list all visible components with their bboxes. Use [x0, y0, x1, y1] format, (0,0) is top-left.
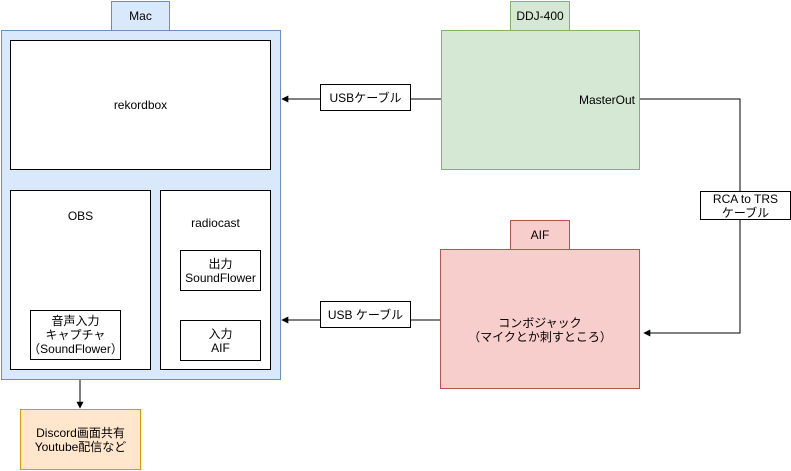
ddj-tab: DDJ-400 [510, 1, 570, 31]
radiocast-label: radiocast [191, 216, 240, 230]
aif-box: コンボジャック （マイクとか刺すところ） [440, 249, 640, 389]
aif-tab: AIF [510, 220, 570, 250]
radiocast-output-box: 出力 SoundFlower [180, 250, 261, 291]
ddj-400-box: MasterOut [441, 30, 640, 170]
rca-cable-label: RCA to TRS ケーブル [712, 191, 779, 220]
usb-cable-bottom-label: USB ケーブル [327, 308, 404, 322]
rca-cable-label-box: RCA to TRS ケーブル [700, 191, 791, 220]
rekordbox-box: rekordbox [10, 40, 271, 170]
aif-tab-label: AIF [530, 228, 550, 242]
masterout-line [639, 98, 741, 191]
combo-jack-label: コンボジャック （マイクとか刺すところ） [468, 316, 612, 344]
obs-audio-capture-label: 音声入力 キャプチャ （SoundFlower） [28, 314, 123, 356]
usb-cable-top-label-box: USBケーブル [320, 84, 411, 111]
obs-audio-capture-box: 音声入力 キャプチャ （SoundFlower） [28, 310, 123, 360]
radiocast-input-box: 入力 AIF [180, 320, 261, 361]
discord-box: Discord画面共有 Youtube配信など [20, 409, 141, 470]
radiocast-output-label: 出力 SoundFlower [185, 256, 256, 285]
master-out-label: MasterOut [578, 93, 635, 107]
obs-label: OBS [67, 209, 94, 223]
discord-label: Discord画面共有 Youtube配信など [34, 425, 127, 454]
radiocast-input-label: 入力 AIF [208, 326, 233, 355]
usb-cable-top-label: USBケーブル [329, 91, 402, 105]
ddj-tab-label: DDJ-400 [516, 9, 564, 23]
rca-to-combo-arrow [643, 220, 741, 337]
mac-tab-label: Mac [129, 9, 152, 23]
rekordbox-label: rekordbox [113, 98, 168, 112]
usb-cable-bottom-label-box: USB ケーブル [320, 301, 411, 328]
mac-tab: Mac [111, 1, 170, 31]
